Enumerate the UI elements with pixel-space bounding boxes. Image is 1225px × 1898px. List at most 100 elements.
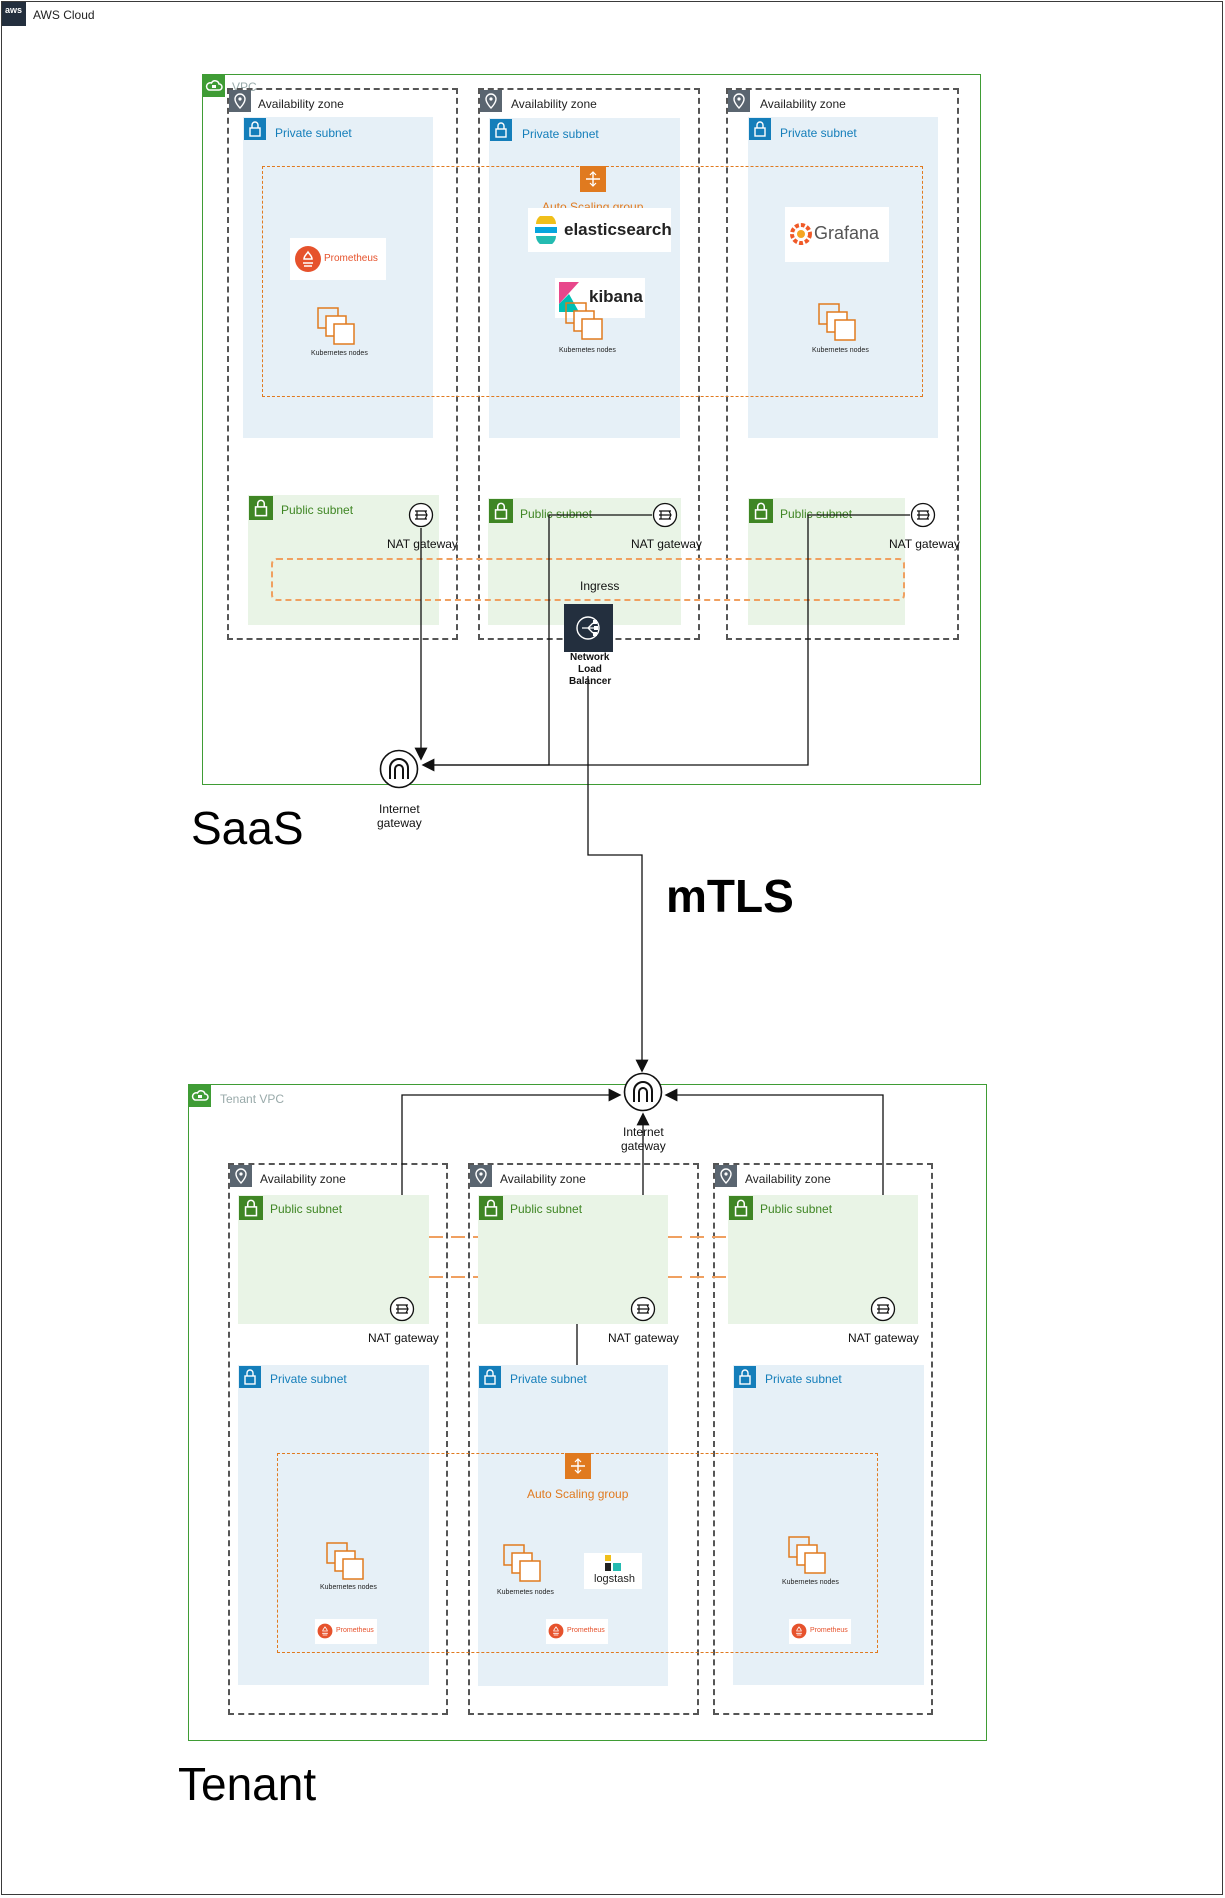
- az-pin-icon: [470, 1165, 492, 1187]
- tenant-az-3-label: Availability zone: [745, 1172, 831, 1186]
- nat-gateway-icon: [630, 1296, 656, 1322]
- tenant-availability-zone-1: [228, 1163, 448, 1715]
- saas-private-subnet-3: [748, 117, 938, 438]
- prometheus-logo-text: Prometheus: [810, 1627, 848, 1634]
- elasticsearch-logo: elasticsearch: [528, 208, 672, 252]
- az-pin-icon: [229, 90, 251, 112]
- lock-icon: [489, 499, 513, 523]
- logstash-logo: logstash: [584, 1553, 642, 1589]
- vpc-cloud-icon: [189, 1085, 211, 1107]
- tenant-k8s-label-2: Kubernetes nodes: [497, 1589, 554, 1596]
- tenant-section-title: Tenant: [178, 1758, 317, 1810]
- aws-badge-text: aws: [5, 5, 23, 15]
- saas-nat-label-3: NAT gateway: [889, 537, 960, 551]
- auto-scaling-icon: [580, 166, 606, 192]
- prometheus-icon: [317, 1623, 333, 1639]
- internet-gateway-icon: [623, 1072, 663, 1112]
- tenant-nat-label-3: NAT gateway: [848, 1331, 919, 1345]
- network-load-balancer-icon: [564, 604, 613, 652]
- tenant-k8s-label-3: Kubernetes nodes: [782, 1579, 839, 1586]
- lock-icon: [490, 119, 512, 141]
- prometheus-icon: [548, 1623, 564, 1639]
- prometheus-logo-text: Prometheus: [336, 1627, 374, 1634]
- saas-private-subnet-1-label: Private subnet: [275, 126, 352, 140]
- lock-icon: [239, 1366, 261, 1388]
- nat-gateway-icon: [910, 502, 936, 528]
- prometheus-logo-1: Prometheus: [290, 238, 386, 280]
- saas-nat-label-1: NAT gateway: [387, 537, 458, 551]
- az-pin-icon: [715, 1165, 737, 1187]
- tenant-asg-label: Auto Scaling group: [527, 1487, 629, 1501]
- nlb-label-line-3: Balancer: [569, 676, 612, 687]
- nlb-label-line-1: Network: [570, 652, 610, 663]
- saas-public-subnet-1: [248, 495, 439, 625]
- saas-igw-label-line-2: gateway: [377, 816, 422, 830]
- saas-private-subnet-2-label: Private subnet: [522, 127, 599, 141]
- tenant-public-subnet-1-label: Public subnet: [270, 1202, 343, 1216]
- saas-public-subnet-2-label: Public subnet: [520, 507, 593, 521]
- prometheus-icon: [791, 1623, 807, 1639]
- kibana-logo-text: kibana: [589, 287, 643, 306]
- az-pin-icon: [480, 90, 502, 112]
- mtls-link-label: mTLS: [666, 870, 794, 922]
- vpc-cloud-icon: [203, 75, 225, 97]
- internet-gateway-icon: [379, 749, 419, 789]
- saas-igw-label-line-1: Internet: [379, 802, 420, 816]
- kubernetes-nodes-icon: [326, 1542, 364, 1580]
- saas-public-subnet-3-label: Public subnet: [780, 507, 853, 521]
- tenant-nat-label-2: NAT gateway: [608, 1331, 679, 1345]
- kubernetes-nodes-icon: [818, 303, 856, 341]
- lock-icon: [479, 1366, 501, 1388]
- grafana-icon: [790, 223, 812, 245]
- elasticsearch-logo-text: elasticsearch: [564, 220, 672, 239]
- lock-icon: [244, 118, 266, 140]
- tenant-vpc-label: Tenant VPC: [220, 1092, 285, 1106]
- kubernetes-nodes-icon: [317, 307, 355, 345]
- auto-scaling-icon: [565, 1453, 591, 1479]
- saas-k8s-label-2: Kubernetes nodes: [559, 347, 616, 354]
- prometheus-logo-3: Prometheus: [546, 1619, 608, 1644]
- prometheus-logo-text: Prometheus: [324, 253, 378, 264]
- saas-private-subnet-3-label: Private subnet: [780, 126, 857, 140]
- prometheus-logo-text: Prometheus: [567, 1627, 605, 1634]
- nat-gateway-icon: [870, 1296, 896, 1322]
- kibana-logo: kibana: [555, 278, 645, 318]
- saas-section-title: SaaS: [191, 802, 304, 854]
- saas-az-2-label: Availability zone: [511, 97, 597, 111]
- saas-az-3-label: Availability zone: [760, 97, 846, 111]
- saas-az-1-label: Availability zone: [258, 97, 344, 111]
- kubernetes-nodes-icon: [565, 302, 603, 340]
- prometheus-icon: [295, 246, 321, 272]
- tenant-igw-label-line-1: Internet: [623, 1125, 664, 1139]
- nlb-label-line-2: Load: [578, 664, 602, 675]
- saas-public-subnet-1-label: Public subnet: [281, 503, 354, 517]
- az-pin-icon: [230, 1165, 252, 1187]
- tenant-public-subnet-3-label: Public subnet: [760, 1202, 833, 1216]
- elasticsearch-icon: [535, 216, 557, 244]
- nat-gateway-icon: [652, 502, 678, 528]
- tenant-igw-label-line-2: gateway: [621, 1139, 666, 1153]
- kubernetes-nodes-icon: [788, 1536, 826, 1574]
- tenant-private-subnet-1-label: Private subnet: [270, 1372, 347, 1386]
- logstash-icon: [605, 1555, 621, 1571]
- saas-availability-zone-1: [227, 88, 458, 640]
- saas-nat-label-2: NAT gateway: [631, 537, 702, 551]
- prometheus-logo-4: Prometheus: [789, 1619, 851, 1644]
- tenant-k8s-label-1: Kubernetes nodes: [320, 1584, 377, 1591]
- lock-icon: [479, 1196, 503, 1220]
- prometheus-logo-2: Prometheus: [315, 1619, 377, 1644]
- tenant-az-2-label: Availability zone: [500, 1172, 586, 1186]
- tenant-private-subnet-3-label: Private subnet: [765, 1372, 842, 1386]
- saas-k8s-label-3: Kubernetes nodes: [812, 347, 869, 354]
- tenant-nat-label-1: NAT gateway: [368, 1331, 439, 1345]
- lock-icon: [749, 118, 771, 140]
- lock-icon: [749, 499, 773, 523]
- lock-icon: [734, 1366, 756, 1388]
- lock-icon: [239, 1196, 263, 1220]
- nat-gateway-icon: [389, 1296, 415, 1322]
- aws-logo-icon: aws: [2, 2, 26, 26]
- aws-cloud-title: AWS Cloud: [33, 8, 95, 22]
- az-pin-icon: [728, 90, 750, 112]
